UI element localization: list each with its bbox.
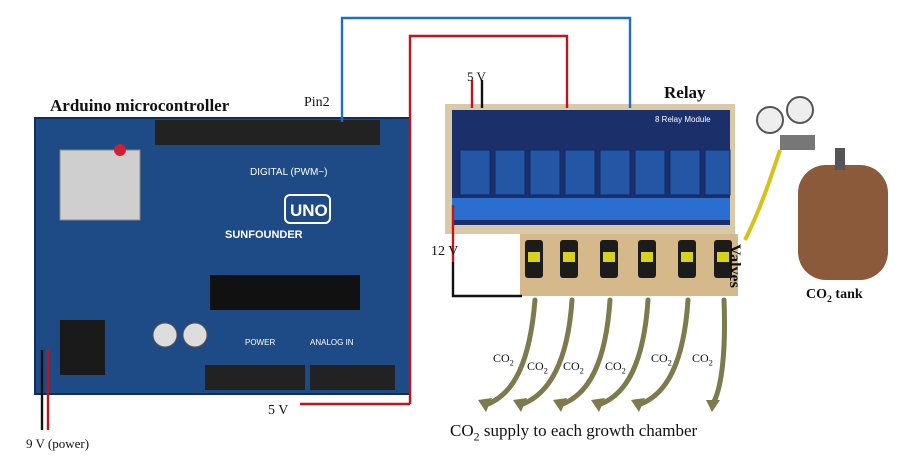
relay-label: Relay [664,83,706,102]
svg-text:ANALOG IN: ANALOG IN [310,338,354,347]
co2-flow-arrows [482,297,727,408]
co2-flow-label-6: CO2 [692,351,713,368]
relay-power-wire [408,34,569,404]
co2-tank-label: CO2 tank [806,287,863,305]
co2-flow-label-5: CO2 [651,351,672,368]
svg-text:8 Relay Module: 8 Relay Module [655,115,711,124]
digital-header [155,120,380,145]
co2-arrow-5 [635,297,691,408]
svg-text:UNO: UNO [290,201,328,220]
svg-text:SUNFOUNDER: SUNFOUNDER [225,229,303,241]
co2-arrow-3 [557,297,613,408]
relay-5v-label: 5 V [467,69,486,84]
valve-12v-label: 12 V [431,244,459,259]
valve-ground-wire [451,262,522,298]
svg-text:POWER: POWER [245,338,275,347]
co2-flow-label-2: CO2 [527,359,548,376]
co2-arrow-6 [709,297,727,408]
co2-supply-caption: CO2 supply to each growth chamber [450,421,698,444]
arduino-5v-label: 5 V [268,403,289,418]
valves-panel [520,234,738,296]
pin2-signal-wire [340,16,632,122]
valves-label: Valves [726,244,743,288]
pin2-label: Pin2 [304,95,330,110]
co2-flow-label-1: CO2 [493,351,514,368]
power-9v-label: 9 V (power) [26,436,90,451]
wires [40,16,632,430]
arduino-board: DIGITAL (PWM~) SUNFOUNDER UNO POWER ANAL… [34,117,411,395]
co2-flow-label-3: CO2 [563,359,584,376]
co2-arrow-2 [517,297,575,408]
svg-text:DIGITAL (PWM~): DIGITAL (PWM~) [250,167,328,178]
arduino-label: Arduino microcontroller [50,96,230,115]
microchip [210,275,360,310]
co2-arrow-heads [478,398,720,412]
co2-arrow-1 [482,297,538,408]
co2-flow-label-4: CO2 [605,359,626,376]
co2-arrow-4 [595,297,651,408]
power-header [205,365,305,390]
relay-module: 8 Relay Module [445,104,735,234]
analog-header [310,365,395,390]
co2-tank [743,96,888,280]
